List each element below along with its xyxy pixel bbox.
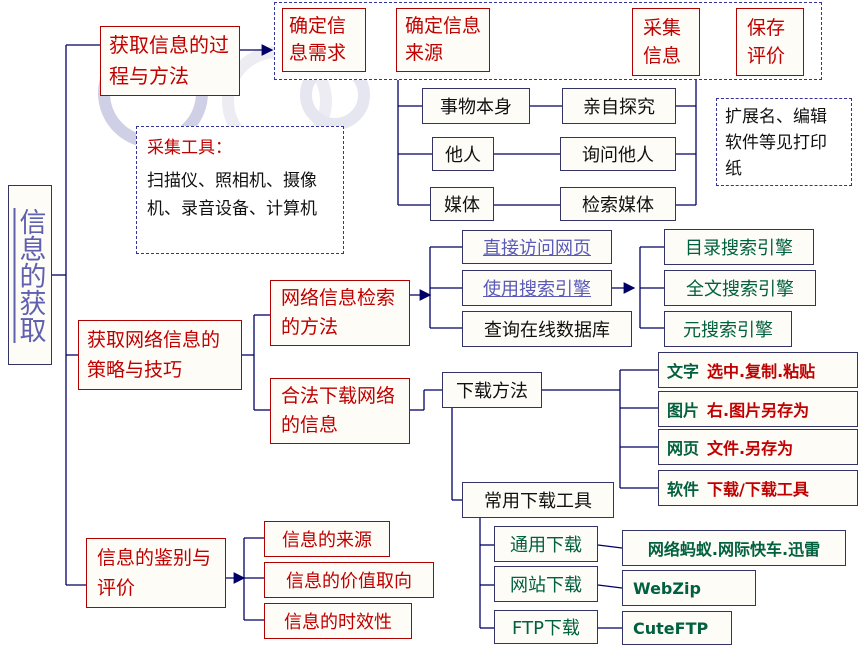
tools-note: 采集工具： 扫描仪、照相机、摄像机、录音设备、计算机 bbox=[136, 126, 344, 254]
download-method-key: 文字 bbox=[667, 362, 700, 381]
search-item-link[interactable]: 直接访问网页 bbox=[483, 238, 591, 259]
step-label: 采集信息 bbox=[643, 17, 682, 67]
save-note-text: 扩展名、编辑软件等见打印纸 bbox=[725, 107, 827, 179]
download-method-node: 网页 文件.另存为 bbox=[658, 429, 858, 465]
tool-type-node: FTP下载 bbox=[494, 610, 598, 644]
download-method-node: 软件 下载/下载工具 bbox=[658, 470, 858, 506]
engine-node: 目录搜索引擎 bbox=[664, 229, 814, 265]
b2-title-node: 获取网络信息的策略与技巧 bbox=[78, 320, 242, 390]
b1-title: 获取信息的过程与方法 bbox=[109, 33, 229, 88]
download-method-key: 图片 bbox=[667, 401, 700, 420]
save-note: 扩展名、编辑软件等见打印纸 bbox=[716, 98, 852, 186]
download-title: 合法下载网络的信息 bbox=[281, 385, 396, 436]
source-label: 他人 bbox=[445, 145, 481, 166]
evaluation-item-label: 信息的时效性 bbox=[284, 612, 392, 633]
root-node: 信息的获取 bbox=[8, 185, 52, 365]
evaluation-item-node: 信息的时效性 bbox=[264, 603, 412, 639]
evaluation-item-node: 信息的来源 bbox=[264, 521, 390, 557]
engine-label: 全文搜索引擎 bbox=[686, 279, 794, 300]
download-method-key: 软件 bbox=[667, 480, 700, 499]
source-node: 媒体 bbox=[430, 187, 494, 221]
tool-type-label: FTP下载 bbox=[512, 618, 580, 639]
step-node: 采集信息 bbox=[632, 8, 700, 76]
tool-name-node: CuteFTP bbox=[622, 611, 732, 645]
search-item-label: 查询在线数据库 bbox=[484, 320, 610, 341]
engine-label: 目录搜索引擎 bbox=[685, 238, 793, 259]
tool-type-node: 网站下载 bbox=[494, 566, 598, 602]
search-item-node: 直接访问网页 bbox=[462, 230, 612, 264]
download-tools-title: 常用下载工具 bbox=[484, 491, 592, 512]
evaluation-item-label: 信息的价值取向 bbox=[286, 571, 412, 592]
step-label: 保存评价 bbox=[747, 17, 786, 67]
source-node: 事物本身 bbox=[422, 88, 530, 124]
download-method-node: 图片 右.图片另存为 bbox=[658, 391, 858, 427]
download-method-value: 右.图片另存为 bbox=[707, 401, 810, 420]
download-tools-node: 常用下载工具 bbox=[462, 482, 614, 518]
method-node: 检索媒体 bbox=[560, 187, 676, 221]
evaluation-item-node: 信息的价值取向 bbox=[264, 562, 434, 598]
root-label: 信息的获取 bbox=[14, 207, 46, 343]
tool-type-label: 通用下载 bbox=[510, 535, 582, 556]
search-title-node: 网络信息检索的方法 bbox=[270, 280, 410, 346]
step-node: 确定信息需求 bbox=[282, 8, 366, 72]
tool-name-node: 网络蚂蚁.网际快车.迅雷 bbox=[622, 530, 846, 566]
method-label: 检索媒体 bbox=[582, 195, 654, 216]
download-method-key: 网页 bbox=[667, 439, 700, 458]
download-method-node: 文字 选中.复制.粘贴 bbox=[658, 352, 858, 388]
engine-node: 全文搜索引擎 bbox=[664, 270, 816, 306]
source-label: 事物本身 bbox=[440, 97, 512, 118]
tool-name-label: WebZip bbox=[633, 578, 701, 598]
step-node: 保存评价 bbox=[736, 8, 804, 76]
b2-title: 获取网络信息的策略与技巧 bbox=[87, 329, 221, 381]
tools-note-text: 扫描仪、照相机、摄像机、录音设备、计算机 bbox=[147, 171, 317, 219]
engine-label: 元搜索引擎 bbox=[683, 320, 773, 341]
evaluation-item-label: 信息的来源 bbox=[282, 530, 372, 551]
tool-name-node: WebZip bbox=[622, 570, 756, 606]
source-label: 媒体 bbox=[444, 195, 480, 216]
tools-note-title: 采集工具： bbox=[147, 138, 232, 158]
method-label: 亲自探究 bbox=[583, 97, 655, 118]
engine-node: 元搜索引擎 bbox=[664, 311, 792, 347]
step-node: 确定信息来源 bbox=[396, 8, 490, 72]
download-methods-node: 下载方法 bbox=[442, 372, 542, 408]
download-methods-title: 下载方法 bbox=[456, 381, 528, 402]
tool-name-label: 网络蚂蚁.网际快车.迅雷 bbox=[647, 540, 821, 559]
method-label: 询问他人 bbox=[582, 145, 654, 166]
tool-type-label: 网站下载 bbox=[510, 575, 582, 596]
search-title: 网络信息检索的方法 bbox=[281, 287, 396, 338]
step-label: 确定信息需求 bbox=[289, 15, 347, 64]
b3-title-node: 信息的鉴别与评价 bbox=[86, 538, 226, 608]
search-item-link[interactable]: 使用搜索引擎 bbox=[483, 279, 591, 300]
method-node: 亲自探究 bbox=[562, 88, 676, 124]
tool-name-label: CuteFTP bbox=[633, 618, 709, 638]
search-item-node: 使用搜索引擎 bbox=[462, 270, 612, 306]
b1-title-node: 获取信息的过程与方法 bbox=[100, 26, 240, 96]
download-method-value: 选中.复制.粘贴 bbox=[707, 362, 816, 381]
source-node: 他人 bbox=[432, 137, 494, 171]
download-method-value: 下载/下载工具 bbox=[707, 480, 809, 499]
download-method-value: 文件.另存为 bbox=[707, 439, 794, 458]
step-label: 确定信息来源 bbox=[405, 15, 482, 64]
search-item-node: 查询在线数据库 bbox=[462, 311, 632, 347]
b3-title: 信息的鉴别与评价 bbox=[97, 547, 212, 599]
tool-type-node: 通用下载 bbox=[494, 526, 598, 562]
method-node: 询问他人 bbox=[560, 137, 676, 171]
download-title-node: 合法下载网络的信息 bbox=[270, 378, 410, 444]
